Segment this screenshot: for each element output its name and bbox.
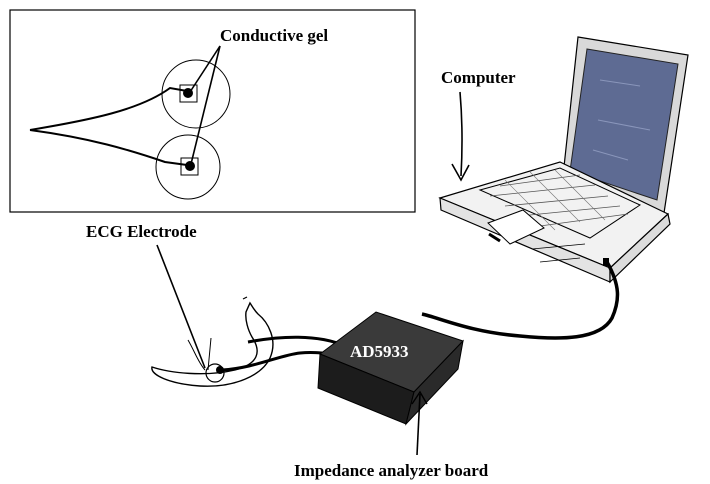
gel-square-upper — [179, 84, 198, 103]
inset-border — [9, 9, 416, 213]
chip-label: AD5933 — [350, 342, 409, 361]
fruit-sample — [151, 296, 274, 387]
ecg-pointer — [156, 244, 206, 369]
electrode-cable-upper — [247, 335, 346, 348]
electrode-lead-upper — [29, 86, 188, 131]
electrode-lead-lower — [29, 129, 188, 166]
computer-arrow — [451, 91, 470, 182]
gel-pointer-upper — [189, 45, 221, 93]
gel-pointer-lower — [190, 45, 221, 165]
conductive-gel-label: Conductive gel — [220, 26, 329, 45]
analyzer-board — [317, 311, 464, 426]
usb-cable — [421, 261, 620, 340]
laptop-touchpad — [487, 209, 545, 245]
inset-panel — [9, 9, 416, 213]
laptop-usb-port — [603, 258, 609, 266]
ecg-electrode-contact — [216, 366, 224, 374]
ecg-electrode-pad — [205, 363, 225, 383]
board-pointer — [416, 393, 421, 456]
gel-dot-lower — [185, 161, 195, 171]
electrode-pad-lower — [155, 134, 221, 200]
ecg-electrode-label: ECG Electrode — [86, 222, 197, 241]
gel-square-lower — [180, 157, 199, 176]
computer-label: Computer — [441, 68, 516, 87]
laptop-side-edge — [609, 212, 671, 284]
laptop — [438, 36, 689, 284]
electrode-pad-upper — [161, 59, 231, 129]
impedance-board-label: Impedance analyzer board — [294, 461, 489, 480]
